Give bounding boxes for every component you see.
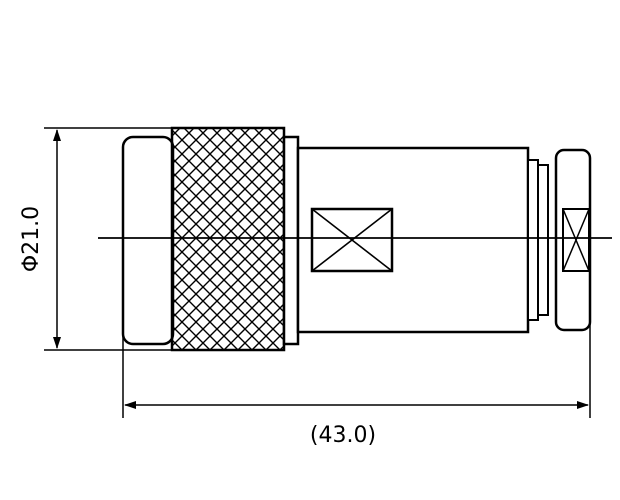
flange-step	[282, 135, 300, 346]
diameter-label: Φ21.0	[19, 206, 44, 272]
knurled-nut	[170, 126, 286, 352]
clamp-nut-cross	[562, 208, 590, 272]
thread-ring-1	[527, 159, 539, 321]
thread-ring-2	[537, 164, 549, 316]
wrench-flat-cross	[311, 208, 393, 272]
left-cap	[121, 135, 175, 346]
length-label: (43.0)	[310, 423, 376, 448]
